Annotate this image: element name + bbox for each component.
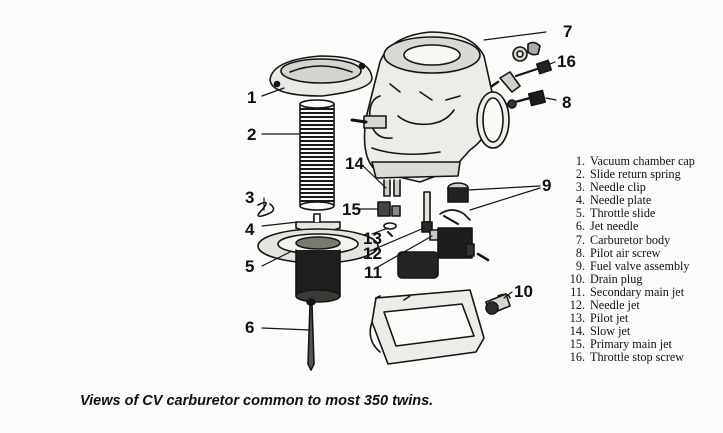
slow-jet — [383, 179, 401, 197]
callout-2: 2 — [247, 125, 257, 144]
legend-item-number: 4. — [575, 193, 585, 208]
legend-item: 13. Pilot jet — [563, 312, 695, 325]
callout-10: 10 — [514, 282, 533, 301]
legend-item-label: Slow jet — [590, 324, 631, 339]
legend-item-number: 2. — [575, 167, 585, 182]
legend-item-label: Vacuum chamber cap — [590, 154, 695, 168]
legend-item: 16. Throttle stop screw — [563, 351, 695, 364]
legend-item: 3. Needle clip — [563, 181, 695, 194]
throttle-stop-screw — [490, 41, 553, 93]
figure-caption: Views of CV carburetor common to most 35… — [80, 393, 434, 409]
callout-11: 11 — [364, 263, 382, 282]
pilot-air-screw — [506, 89, 547, 109]
callout-12: 12 — [363, 244, 382, 263]
legend-item-number: 9. — [575, 258, 585, 273]
callout-13: 13 — [363, 229, 382, 248]
vacuum-chamber-cap — [269, 55, 373, 97]
needle-clip — [257, 201, 275, 218]
parts-legend: 1. Vacuum chamber cap 2. Slide return sprin… — [563, 154, 695, 365]
legend-item: 8. Pilot air screw — [563, 245, 695, 260]
legend-item-label: Slide return spring — [590, 167, 681, 182]
legend-item: 2. Slide return spring — [563, 167, 695, 182]
legend-item-label: Throttle stop screw — [590, 350, 685, 365]
legend-item: 9. Fuel valve assembly — [563, 258, 695, 273]
callout-5: 5 — [245, 257, 255, 276]
legend-item-label: Needle clip — [590, 180, 646, 195]
legend-item-label: Pilot jet — [590, 311, 629, 326]
legend-item-number: 13. — [569, 311, 585, 326]
legend-item-label: Primary main jet — [590, 337, 672, 352]
legend-item-number: 1. — [575, 154, 585, 168]
carburetor-body — [350, 31, 510, 183]
callout-3: 3 — [245, 188, 255, 207]
legend-item-number: 5. — [575, 206, 585, 221]
legend-item-number: 3. — [575, 180, 585, 195]
legend-item: 12. Needle jet — [563, 298, 695, 313]
legend-item-label: Secondary main jet — [590, 284, 685, 299]
legend-item-label: Throttle slide — [590, 206, 656, 221]
callout-14: 14 — [345, 154, 364, 173]
callout-7: 7 — [563, 22, 573, 41]
legend-item: 14. Slow jet — [563, 325, 695, 338]
legend-item-label: Pilot air screw — [590, 245, 661, 260]
needle-jet — [421, 191, 433, 233]
callout-1: 1 — [247, 88, 257, 107]
jet-needle — [306, 298, 316, 371]
legend-item-label: Needle plate — [590, 193, 652, 208]
callout-8: 8 — [562, 93, 572, 112]
legend-item-number: 16. — [569, 350, 585, 365]
callout-4: 4 — [245, 220, 255, 239]
slide-return-spring — [299, 99, 335, 211]
legend-item-label: Jet needle — [590, 219, 639, 234]
callout-15: 15 — [342, 200, 361, 219]
legend-item: 6. Jet needle — [563, 220, 695, 233]
legend-item: 7. Carburetor body — [563, 232, 695, 247]
legend-item-label: Carburetor body — [590, 232, 671, 247]
fuel-valve-assembly — [437, 182, 475, 259]
legend-item-number: 11. — [570, 284, 585, 299]
legend-item: 11. Secondary main jet — [563, 284, 695, 299]
legend-item-number: 10. — [569, 271, 585, 286]
legend-item-number: 15. — [569, 337, 585, 352]
legend-item: 10. Drain plug — [563, 271, 695, 286]
legend-item-number: 8. — [575, 245, 585, 260]
legend-item-number: 7. — [575, 232, 585, 247]
legend-item-number: 12. — [569, 298, 585, 313]
float-bowl — [369, 251, 490, 365]
legend-item: 5. Throttle slide — [563, 207, 695, 220]
legend-item: 1. Vacuum chamber cap — [563, 154, 695, 168]
legend-item-number: 6. — [575, 219, 585, 234]
callout-16: 16 — [557, 52, 576, 71]
primary-main-jet — [377, 201, 401, 217]
callout-6: 6 — [245, 318, 255, 337]
throttle-slide — [257, 228, 379, 303]
leader-lines — [261, 31, 557, 331]
legend-item: 4. Needle plate — [563, 194, 695, 207]
legend-item-number: 14. — [569, 324, 585, 339]
legend-item: 15. Primary main jet — [563, 338, 695, 351]
drain-plug — [485, 293, 511, 315]
legend-item-label: Needle jet — [590, 298, 640, 313]
pilot-jet — [383, 222, 397, 237]
legend-item-label: Drain plug — [590, 271, 643, 286]
callout-9: 9 — [542, 176, 552, 195]
faint-bleed-through-text — [205, 412, 208, 424]
legend-item-label: Fuel valve assembly — [590, 258, 690, 273]
